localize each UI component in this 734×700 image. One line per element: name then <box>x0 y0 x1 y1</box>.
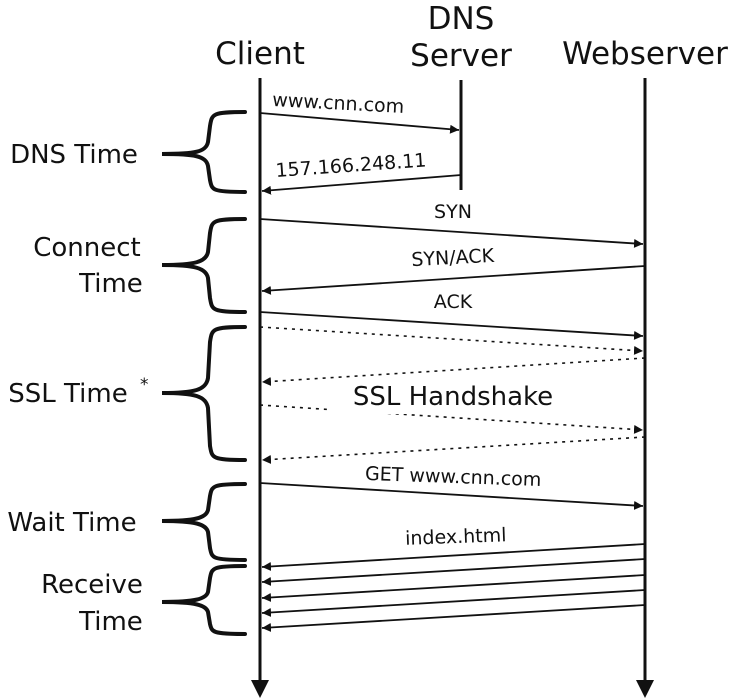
dns-reply-arrow <box>261 174 462 195</box>
dns-time-brace <box>161 110 247 194</box>
wait-time-brace <box>161 482 247 562</box>
response-arrow <box>261 543 646 571</box>
dns-server-header-line2: Server <box>410 38 512 74</box>
synack-arrow <box>261 265 646 295</box>
client-header: Client <box>215 36 305 72</box>
connect-time-brace <box>161 217 247 314</box>
response-arrow <box>261 589 646 617</box>
receive-time-brace <box>161 564 247 636</box>
client-lifeline-arrowhead <box>251 680 269 698</box>
get-request-label: GET www.cnn.com <box>365 463 542 491</box>
ssl-label-backdrop <box>330 380 578 414</box>
dns-reply-label: 157.166.248.11 <box>275 150 427 182</box>
get-request-arrow <box>259 482 644 510</box>
webserver-lifeline-arrowhead <box>636 680 654 698</box>
ssl-client-hello-arrow <box>259 326 644 355</box>
ssl-finished-arrow <box>261 436 646 464</box>
ack-arrow <box>259 311 644 340</box>
ssl-time-brace <box>161 325 247 462</box>
ssl-time-asterisk: * <box>140 375 149 395</box>
receive-time-label-line2: Time <box>78 607 143 637</box>
dns-query-label: www.cnn.com <box>272 89 405 118</box>
response-arrow <box>261 604 646 632</box>
response-arrow <box>261 558 646 586</box>
dns-server-header-line1: DNS <box>428 1 495 37</box>
syn-arrow <box>259 218 644 248</box>
ssl-handshake-label: SSL Handshake <box>353 382 553 412</box>
ssl-time-label: SSL Time <box>8 379 127 409</box>
syn-label: SYN <box>434 201 472 223</box>
ack-label: ACK <box>434 291 473 313</box>
dns-time-label: DNS Time <box>10 140 138 170</box>
index-html-label: index.html <box>405 524 507 550</box>
dns-query-arrow <box>259 112 460 134</box>
synack-label: SYN/ACK <box>411 245 495 271</box>
response-arrow <box>261 574 646 602</box>
wait-time-label: Wait Time <box>7 508 136 538</box>
connect-time-label-line1: Connect <box>33 233 141 263</box>
receive-time-label-line1: Receive <box>41 570 143 600</box>
webserver-header: Webserver <box>562 36 728 72</box>
connect-time-label-line2: Time <box>78 269 143 299</box>
ssl-server-hello-arrow <box>261 357 646 386</box>
